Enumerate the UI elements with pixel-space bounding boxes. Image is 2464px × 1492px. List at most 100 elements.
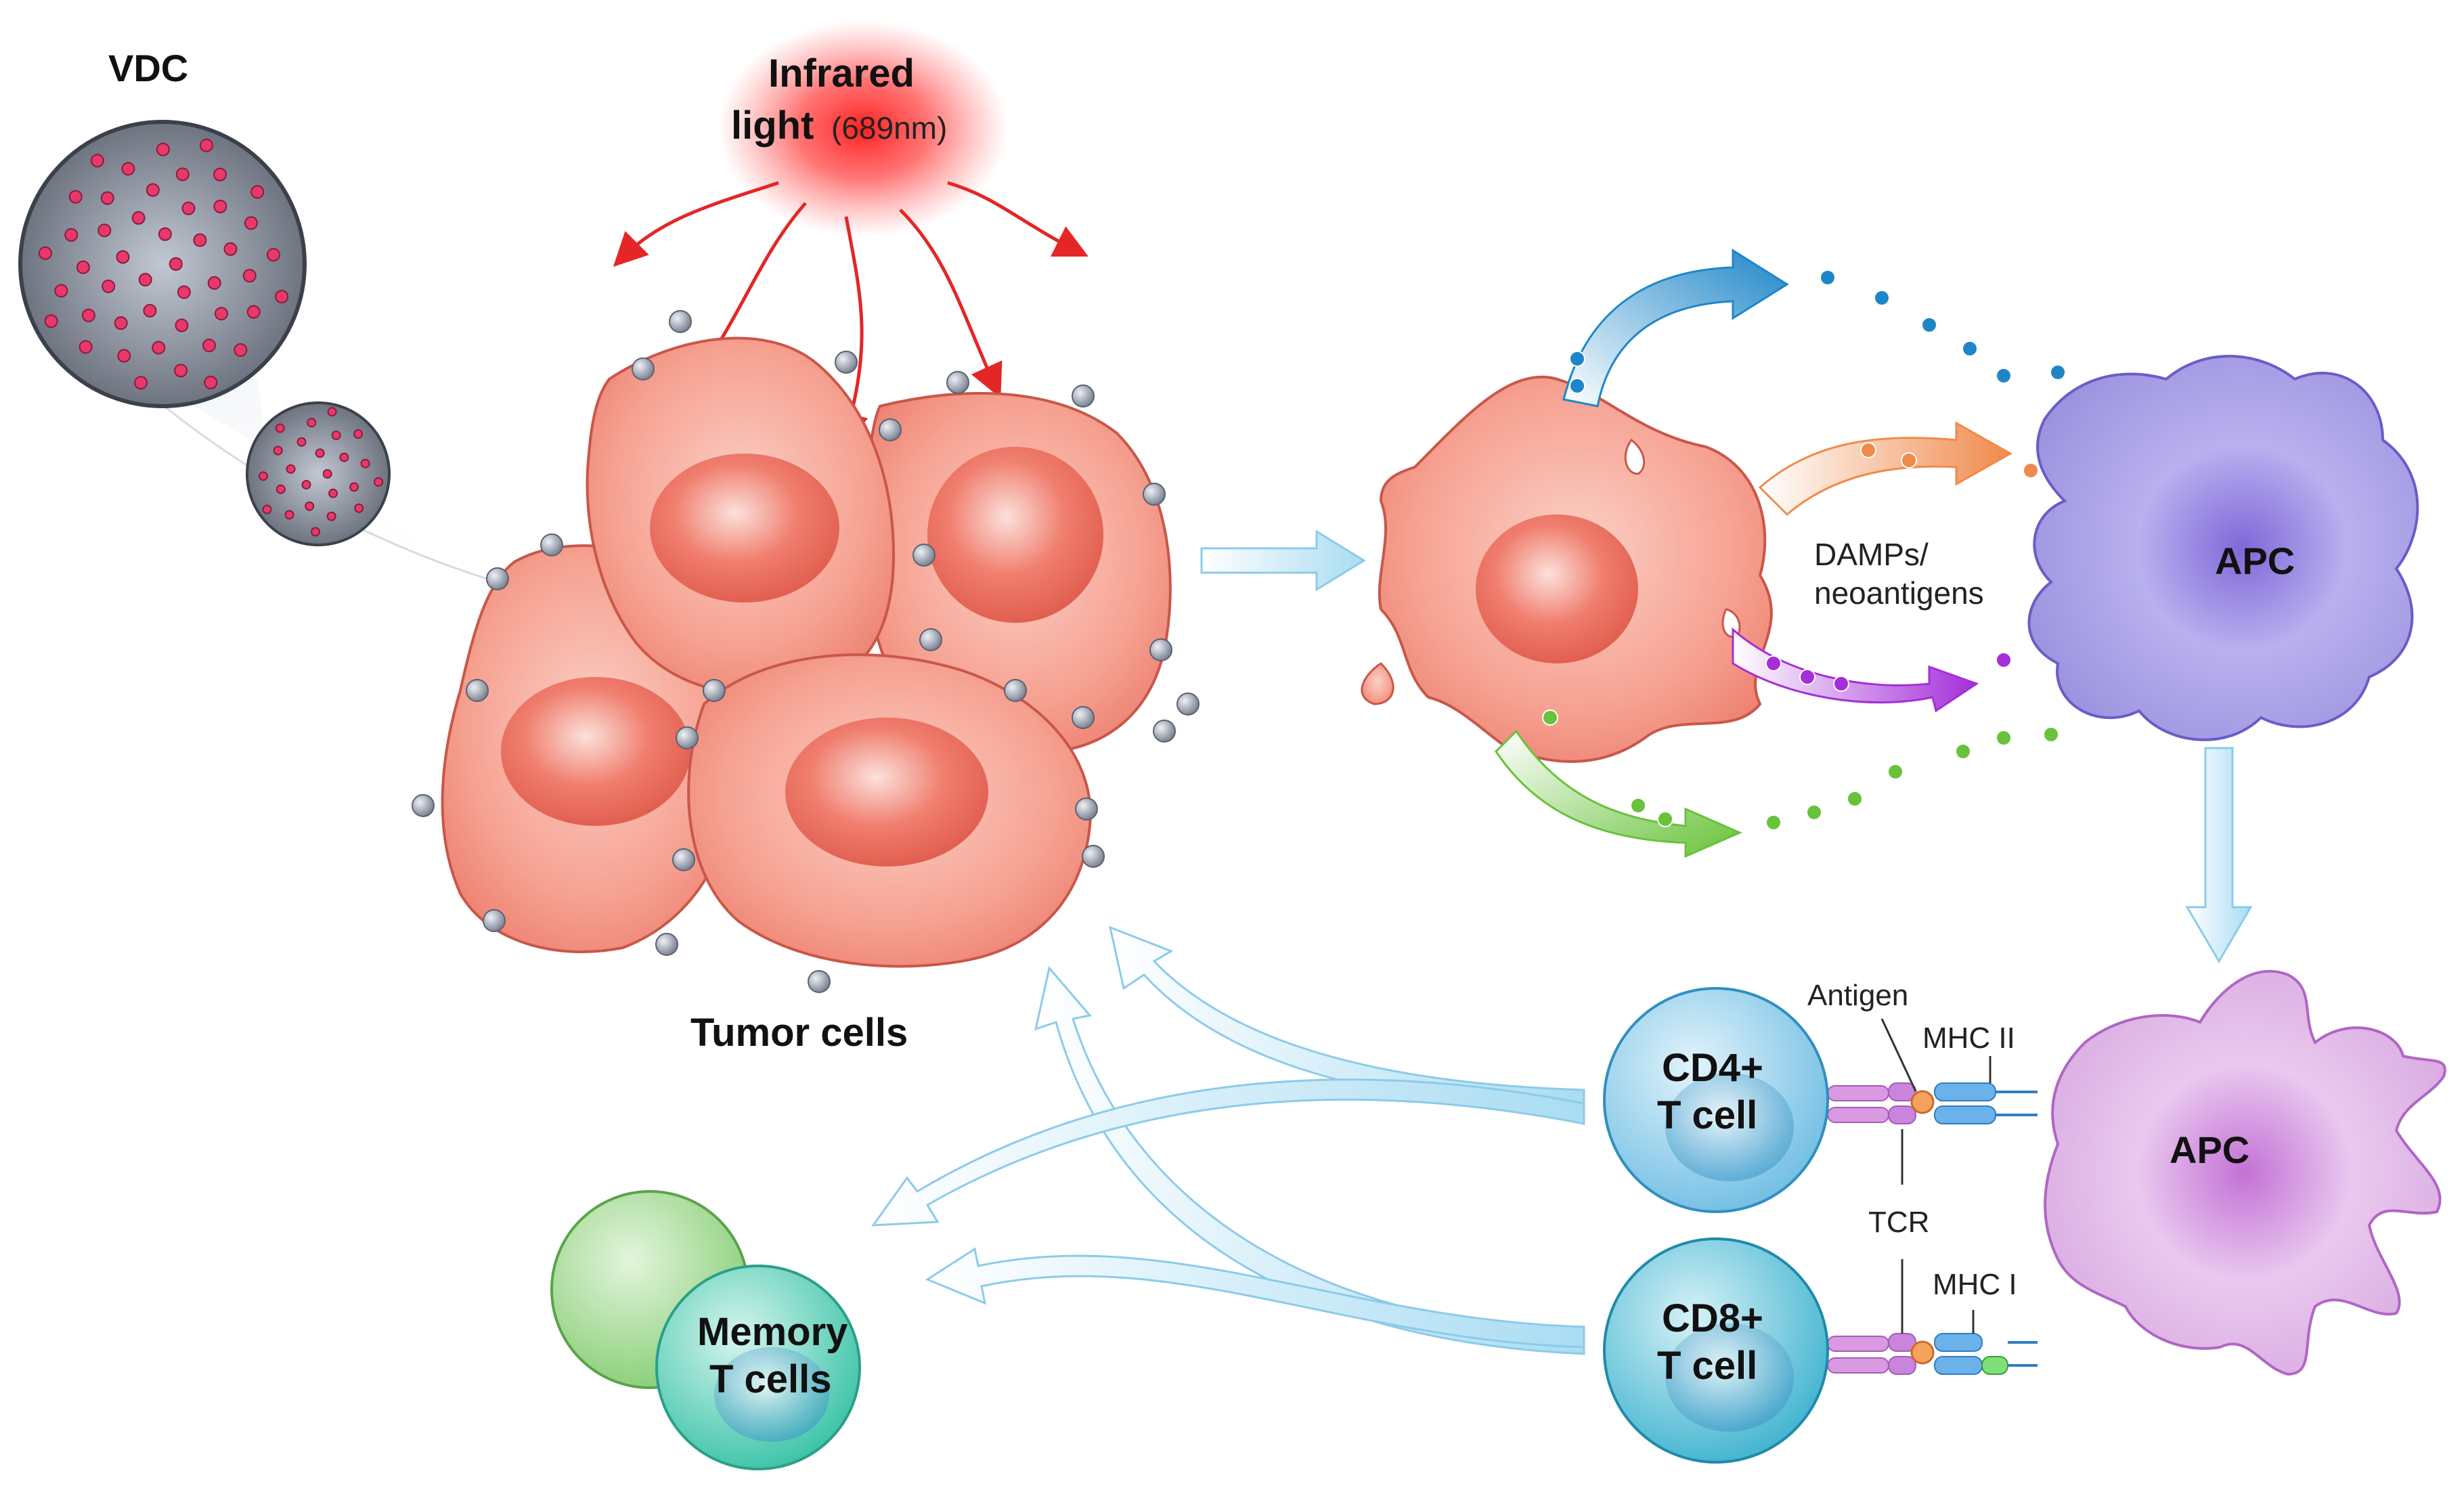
vdc-surface-dot xyxy=(486,567,509,590)
vdc-payload-dot xyxy=(246,305,261,319)
vdc-surface-dot xyxy=(412,794,435,817)
tumor-cell xyxy=(687,653,1092,968)
vdc-payload-dot xyxy=(181,201,196,215)
vdc-payload-dot xyxy=(296,437,307,447)
vdc-surface-dot xyxy=(1075,797,1098,820)
damp-arrow-orange xyxy=(1758,421,2013,517)
vdc-payload-dot xyxy=(215,307,229,321)
cd8-label-line1: CD8+ xyxy=(1662,1296,1763,1340)
vdc-payload-dot xyxy=(38,246,52,260)
vdc-payload-dot xyxy=(146,183,160,197)
memory-label-line2: T cells xyxy=(709,1357,832,1401)
tcr-cd8 xyxy=(1827,1336,1889,1352)
vdc-payload-dot xyxy=(79,340,93,354)
damp-particle xyxy=(1860,442,1876,458)
vdc-payload-dot xyxy=(204,376,218,390)
vdc-payload-dot xyxy=(242,269,257,283)
vdc-payload-dot xyxy=(331,431,341,441)
vdc-payload-dot xyxy=(174,364,188,378)
vdc-surface-dot xyxy=(540,533,563,556)
vdc-payload-dot xyxy=(301,480,311,490)
vdc-payload-dot xyxy=(199,138,213,152)
damp-particle xyxy=(1833,676,1849,692)
damp-particle xyxy=(1887,764,1904,780)
damp-particle xyxy=(1874,290,1890,306)
vdc-payload-dot xyxy=(223,242,238,256)
cd8-label-line2: T cell xyxy=(1657,1344,1757,1388)
vdc-group: VDC xyxy=(18,47,488,582)
vdc-payload-dot xyxy=(213,200,227,214)
vdc-payload-dot xyxy=(102,279,116,293)
vdc-payload-dot xyxy=(156,142,170,156)
damp-particle xyxy=(1765,655,1782,672)
vdc-payload-dot xyxy=(175,167,190,181)
damp-particle xyxy=(1996,730,2012,746)
vdc-surface-dot xyxy=(466,679,489,702)
arrow-tumor-to-dying xyxy=(1200,529,1366,592)
vdc-payload-dot xyxy=(76,260,90,274)
vdc-payload-dot xyxy=(284,510,294,520)
vdc-payload-dot xyxy=(213,167,227,181)
vdc-payload-dot xyxy=(266,248,280,262)
vdc-payload-dot xyxy=(114,316,128,330)
infrared-label-line2: light xyxy=(731,104,814,148)
tumor-cell xyxy=(586,336,896,697)
cd4-t-cell: CD4+ T cell xyxy=(1603,987,1829,1213)
vdc-payload-dot xyxy=(116,250,130,264)
antigen-label: Antigen xyxy=(1807,979,1908,1012)
vdc-surface-dot xyxy=(835,351,858,374)
vdc-payload-dot xyxy=(131,211,146,225)
damp-particle xyxy=(1542,709,1558,726)
vdc-surface-dot xyxy=(946,371,969,394)
vdc-payload-dot xyxy=(44,314,58,328)
vdc-payload-dot xyxy=(276,484,286,494)
vdc-payload-dot xyxy=(250,185,265,199)
vdc-payload-dot xyxy=(262,504,272,514)
vdc-payload-dot xyxy=(202,338,216,353)
damps-label-line2: neoantigens xyxy=(1814,575,1984,611)
vdc-surface-dot xyxy=(703,679,726,702)
vdc-payload-dot xyxy=(311,527,321,537)
vdc-payload-dot xyxy=(327,407,337,417)
apc-bottom-label: APC xyxy=(2170,1128,2249,1171)
vdc-payload-dot xyxy=(138,273,152,287)
tumor-cells-label: Tumor cells xyxy=(690,1011,908,1055)
vdc-payload-dot xyxy=(354,503,364,513)
vdc-surface-dot xyxy=(1072,706,1095,729)
vdc-payload-dot xyxy=(54,284,68,298)
damp-particle xyxy=(2023,462,2039,479)
vdc-payload-dot xyxy=(90,154,104,168)
damp-arrow-blue xyxy=(1562,248,1789,408)
vdc-payload-dot xyxy=(175,318,189,332)
vdc-payload-dot xyxy=(275,423,285,433)
damp-particle xyxy=(1569,351,1585,367)
damp-particle xyxy=(1630,797,1646,814)
vdc-payload-dot xyxy=(273,445,283,456)
damp-particle xyxy=(1569,378,1585,394)
vdc-payload-dot xyxy=(322,469,332,479)
vdc-payload-dot xyxy=(286,464,296,474)
vdc-payload-dot xyxy=(207,276,221,290)
vdc-payload-dot xyxy=(353,429,364,439)
infrared-source: Infrared light (689nm) xyxy=(613,20,1088,447)
vdc-payload-dot xyxy=(121,162,135,176)
vdc-payload-dot xyxy=(134,376,148,390)
vdc-surface-dot xyxy=(912,544,936,567)
damp-particle xyxy=(1921,317,1937,333)
vdc-payload-dot xyxy=(374,477,384,487)
vdc-surface-dot xyxy=(655,933,678,956)
vdc-payload-dot xyxy=(158,227,172,241)
damp-particle xyxy=(2050,364,2066,380)
vdc-surface-dot xyxy=(669,310,692,333)
damp-arrow-green xyxy=(1495,729,1742,858)
vdc-payload-dot xyxy=(97,223,112,238)
damp-arrow-purple xyxy=(1732,627,1979,713)
vdc-payload-dot xyxy=(117,349,131,363)
damp-particle xyxy=(1799,669,1816,685)
vdc-surface-dot xyxy=(1176,693,1200,716)
damp-particle xyxy=(1996,652,2012,668)
vdc-payload-dot xyxy=(68,190,83,204)
vdc-payload-dot xyxy=(193,233,207,247)
vdc-surface-dot xyxy=(676,726,699,749)
